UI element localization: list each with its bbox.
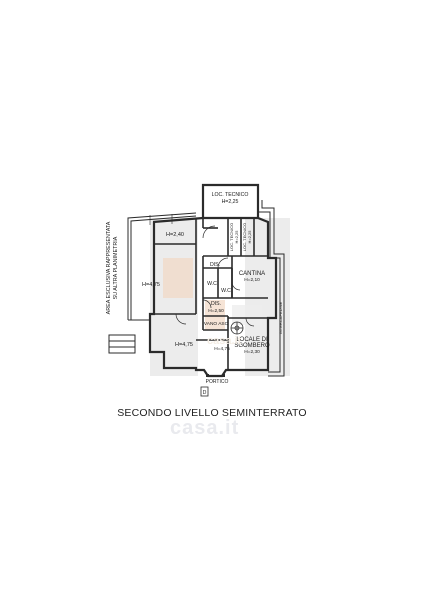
label-locale-height: H=2,30	[244, 349, 260, 355]
label-h240: H=2,40	[166, 232, 184, 238]
exclusive-area	[127, 212, 197, 321]
shade-accent-1	[163, 258, 193, 298]
building-walls	[148, 183, 278, 378]
label-locale-line1: LOCALE DI	[236, 337, 268, 343]
label-loc-tec-1-height: H=2,25	[234, 230, 239, 244]
portico-columns	[206, 374, 225, 377]
shade-accent-2	[205, 300, 225, 330]
label-cantina-height: H=2,10	[244, 277, 260, 283]
label-loc-tec-2-height: H=2,25	[247, 230, 252, 244]
watermark-logo-text: casa.it	[170, 417, 240, 439]
door-arcs	[175, 225, 255, 327]
label-h475-bottom: H=4,75	[175, 342, 193, 348]
label-loc-tec-2: LOC. TECNICO	[242, 223, 247, 251]
shade-accent-3	[232, 305, 262, 325]
label-locale-line2: SGOMBERO	[234, 343, 270, 349]
label-h475-mid: H=4,75	[214, 346, 230, 352]
label-portico: PORTICO	[206, 379, 229, 385]
watermark-mid: casa.it	[207, 335, 241, 347]
watermark-logo: casa.it	[170, 417, 239, 440]
intercapedine-label: INTERCAPEDINE	[278, 301, 283, 334]
side-text-line2: SU ALTRA PLANIMETRIA	[113, 236, 119, 299]
label-cantina: CANTINA	[239, 271, 265, 277]
label-stair-mark: D	[203, 390, 207, 396]
label-dis-1: DIS.	[210, 262, 220, 268]
label-wc-1: W.C	[207, 281, 217, 287]
spiral-stair	[230, 321, 244, 335]
label-loc-tec-1: LOC. TECNICO	[229, 223, 234, 251]
label-vano-asc: VANO ASC	[204, 321, 229, 327]
internal-walls	[154, 218, 268, 370]
label-h475-left: H=4,75	[142, 282, 160, 288]
label-loc-tecnico-height: H=2,25	[222, 199, 239, 205]
side-text-line1: AREA ESCLUSIVA RAPPRESENTATA	[106, 221, 112, 314]
room-labels: LOC. TECNICO H=2,25 LOC. TECNICO H=2,25 …	[142, 192, 270, 396]
label-dis-2: DIS.	[211, 301, 221, 307]
plan-caption: SECONDO LIVELLO SEMINTERRATO	[117, 407, 307, 419]
watermark-mid-text: casa.it	[207, 335, 242, 347]
label-dis-2-height: H=2,50	[208, 308, 224, 314]
label-loc-tecnico: LOC. TECNICO	[212, 192, 249, 198]
portico-stair	[200, 386, 209, 397]
side-bench	[108, 334, 136, 354]
label-wc-2: W.C	[221, 288, 231, 294]
